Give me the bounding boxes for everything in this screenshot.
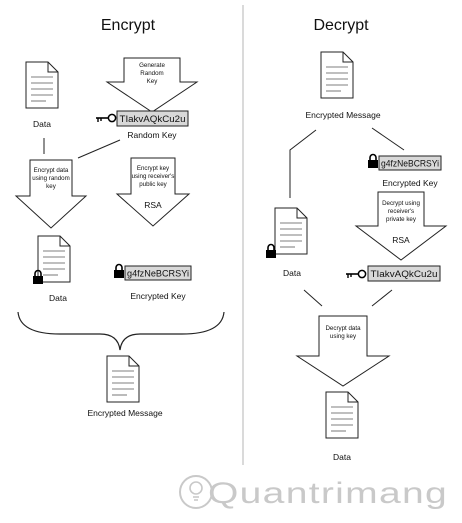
encrypt-key-line: Encrypt key [137,165,170,172]
document-icon [106,355,140,403]
connector-line [77,139,121,159]
decrypt-key-line: receiver's [388,208,414,215]
random-key-box [116,110,189,127]
connector-line [289,129,317,198]
key-icon [95,113,117,123]
data-label: Data [33,119,51,129]
document-icon [325,391,359,439]
lock-icon [265,243,277,259]
encrypted-key-box [124,265,192,281]
encrypt-data-arrow: Encrypt data using random key [14,159,88,229]
document-icon [320,51,354,99]
rsa-label: RSA [392,235,410,245]
encrypted-key-value: g4fzNeBCRSYi [381,159,439,169]
encrypt-key-line: using receiver's [132,173,175,180]
connector-line [371,127,405,151]
connector-line [303,289,323,307]
decrypt-key-arrow: Decrypt using receiver's private key RSA [354,191,448,261]
combine-brace [17,311,225,351]
generate-key-line: Key [147,78,159,85]
generate-key-line: Generate [139,62,165,69]
decrypt-title: Decrypt [313,17,369,34]
encrypt-data-line: using random [32,175,70,182]
key-icon [345,269,367,279]
decrypt-key-line: Decrypt using [382,200,420,207]
encrypt-data-line: Encrypt data [34,167,69,174]
document-icon [274,207,308,255]
encrypted-key-value: g4fzNeBCRSYi [127,269,189,279]
watermark-text: Quantrimang [208,477,448,510]
lock-icon [367,153,379,169]
document-icon [37,235,71,283]
decrypt-data-arrow: Decrypt data using key [295,315,391,387]
decrypt-key-line: private key [386,216,417,223]
generate-random-key-arrow: Generate Random Key [105,57,199,113]
data-label: Data [333,452,351,462]
encrypt-data-line: key [46,183,57,190]
random-key-value: TIakvAQkCu2u [120,114,186,124]
watermark: Quantrimang [179,475,448,510]
connector-line [371,289,393,307]
document-icon [25,61,59,109]
encrypted-message-label: Encrypted Message [305,110,380,120]
encrypt-title: Encrypt [101,17,156,34]
generate-key-line: Random [140,70,163,77]
encrypted-data-label: Data [49,293,67,303]
encrypted-key-label: Encrypted Key [382,178,438,188]
encrypted-key-box [378,155,442,171]
decrypt-data-line: Decrypt data [325,325,361,332]
random-key-value: TIakvAQkCu2u [371,269,438,279]
encrypted-key-label: Encrypted Key [130,291,186,301]
random-key-label: Random Key [127,130,177,140]
rsa-label: RSA [144,200,162,210]
encrypt-key-arrow: Encrypt key using receiver's public key … [115,157,191,227]
encrypt-key-line: public key [139,181,167,188]
random-key-box [367,265,441,282]
lock-icon [113,263,125,279]
encrypted-data-label: Data [283,268,301,278]
encrypted-message-label: Encrypted Message [87,408,162,418]
lightbulb-icon [179,475,213,509]
decrypt-data-line: using key [330,333,357,340]
